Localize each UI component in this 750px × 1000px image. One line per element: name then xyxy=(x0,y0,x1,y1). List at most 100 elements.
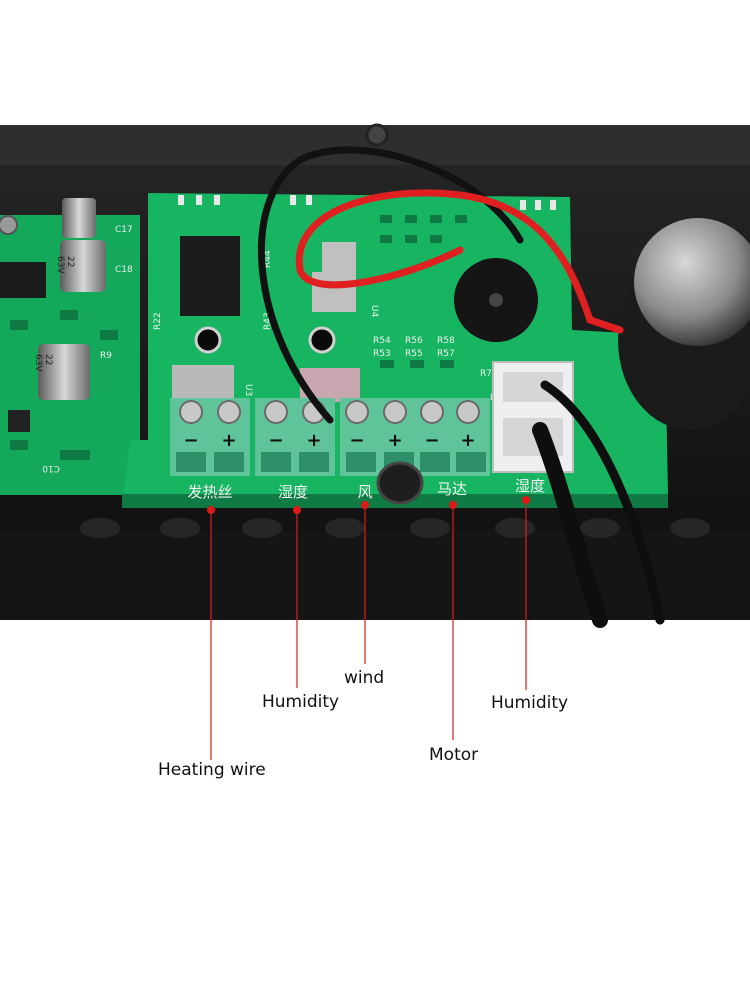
silkscreen-label-humidity-1: 湿度 xyxy=(278,483,308,501)
header-pin xyxy=(520,200,526,210)
header-pin xyxy=(535,200,541,210)
speaker-cap xyxy=(634,218,750,346)
housing-bump xyxy=(325,518,365,538)
terminal-slot xyxy=(456,452,486,472)
black-cable-1 xyxy=(532,422,608,628)
smd-pad xyxy=(60,450,90,460)
smd-pad xyxy=(100,330,118,340)
ref-label: R44 xyxy=(263,250,273,268)
ref-label: C10 xyxy=(42,463,60,473)
housing-screw xyxy=(365,123,389,147)
black-cable-2 xyxy=(540,380,665,625)
header-pin xyxy=(290,195,296,205)
ref-label: C18 xyxy=(115,265,133,275)
silkscreen-label-heating: 发热丝 xyxy=(187,483,232,501)
leader-dot xyxy=(207,506,215,514)
text-line: 22 xyxy=(43,354,53,365)
callout-humidity-1: Humidity xyxy=(262,692,340,712)
ref-label: R58 xyxy=(437,336,455,346)
polarity-label: − xyxy=(349,430,364,451)
polarity-label: + xyxy=(221,430,236,451)
ref-label: R9 xyxy=(100,351,112,361)
ref-label: R57 xyxy=(437,349,455,359)
polarity-label: + xyxy=(460,430,475,451)
smd-pad xyxy=(10,440,28,450)
terminal-screw xyxy=(345,400,369,424)
pad-mid xyxy=(312,272,356,312)
ref-label: R56 xyxy=(405,336,423,346)
terminal-slot xyxy=(299,452,329,472)
housing-bump xyxy=(160,518,200,538)
leader-lines xyxy=(210,500,527,760)
red-wire-tail xyxy=(296,246,464,289)
silkscreen-label-motor: 马达 xyxy=(437,480,467,498)
housing-bump xyxy=(80,518,120,538)
terminal-slot xyxy=(261,452,291,472)
mounting-hole xyxy=(308,326,336,354)
text-line: 63V xyxy=(55,256,65,274)
header-pin xyxy=(178,195,184,205)
chip-ic xyxy=(8,410,30,432)
ref-label: R72 xyxy=(480,369,498,379)
smd-pad xyxy=(430,235,442,243)
housing-bump xyxy=(410,518,450,538)
polarity-label: + xyxy=(306,430,321,451)
terminal-screw xyxy=(179,400,203,424)
header-pin xyxy=(306,195,312,205)
smd-pad xyxy=(455,215,467,223)
capacitor-1 xyxy=(62,198,96,238)
smd-pad xyxy=(10,320,28,330)
leader-dot xyxy=(449,501,457,509)
housing-bump xyxy=(495,518,535,538)
ref-label: R43 xyxy=(263,312,273,330)
callout-wind: wind xyxy=(344,668,385,688)
header-pin xyxy=(196,195,202,205)
black-wire-loop xyxy=(257,146,524,424)
smd-pad xyxy=(430,215,442,223)
buzzer xyxy=(454,258,538,342)
housing-bump xyxy=(670,518,710,538)
regulator-chip xyxy=(0,262,46,298)
leader-dot xyxy=(361,501,369,509)
terminal-blocks: − + − + − + − + xyxy=(170,398,490,476)
capacitor-2 xyxy=(60,240,106,292)
housing-bottom-shelf xyxy=(0,530,750,620)
ref-label: U4 xyxy=(369,305,379,318)
ref-label: R55 xyxy=(405,349,423,359)
polarity-label: − xyxy=(183,430,198,451)
terminal-screw xyxy=(264,400,288,424)
smd-pad xyxy=(405,215,417,223)
terminal-screw xyxy=(383,400,407,424)
ref-label: R54 xyxy=(373,336,391,346)
pad-mid2 xyxy=(322,242,356,272)
left-pcb-screw xyxy=(0,215,18,235)
terminal-slot xyxy=(176,452,206,472)
smd-pad xyxy=(380,360,394,368)
smd-pad xyxy=(60,310,78,320)
left-pcb xyxy=(0,198,140,495)
large-speaker xyxy=(618,218,750,430)
callout-humidity-2: Humidity xyxy=(491,693,569,713)
silkscreen-label-wind: 风 xyxy=(357,483,372,501)
smd-pad xyxy=(380,215,392,223)
capacitor-marking: 2263V xyxy=(33,354,53,372)
housing-bump xyxy=(580,518,620,538)
terminal-slot xyxy=(420,452,450,472)
photo-region: − + − + − + − + 发热丝 湿度 风 马达 湿度 xyxy=(0,123,750,628)
smd-pad xyxy=(405,235,417,243)
header-pin xyxy=(550,200,556,210)
housing-bump xyxy=(242,518,282,538)
polarity-label: + xyxy=(387,430,402,451)
leader-dot xyxy=(522,496,530,504)
capacitor-3 xyxy=(38,344,90,400)
leader-dot xyxy=(293,506,301,514)
main-pcb: − + − + − + − + 发热丝 湿度 风 马达 湿度 xyxy=(33,193,668,508)
terminal-slot xyxy=(346,452,376,472)
text-line: 22 xyxy=(65,256,75,267)
callout-motor: Motor xyxy=(429,745,479,765)
text-line: 63V xyxy=(33,354,43,372)
smd-pad xyxy=(440,360,454,368)
polarity-label: − xyxy=(268,430,283,451)
silkscreen-label-humidity-2: 湿度 xyxy=(515,477,545,495)
